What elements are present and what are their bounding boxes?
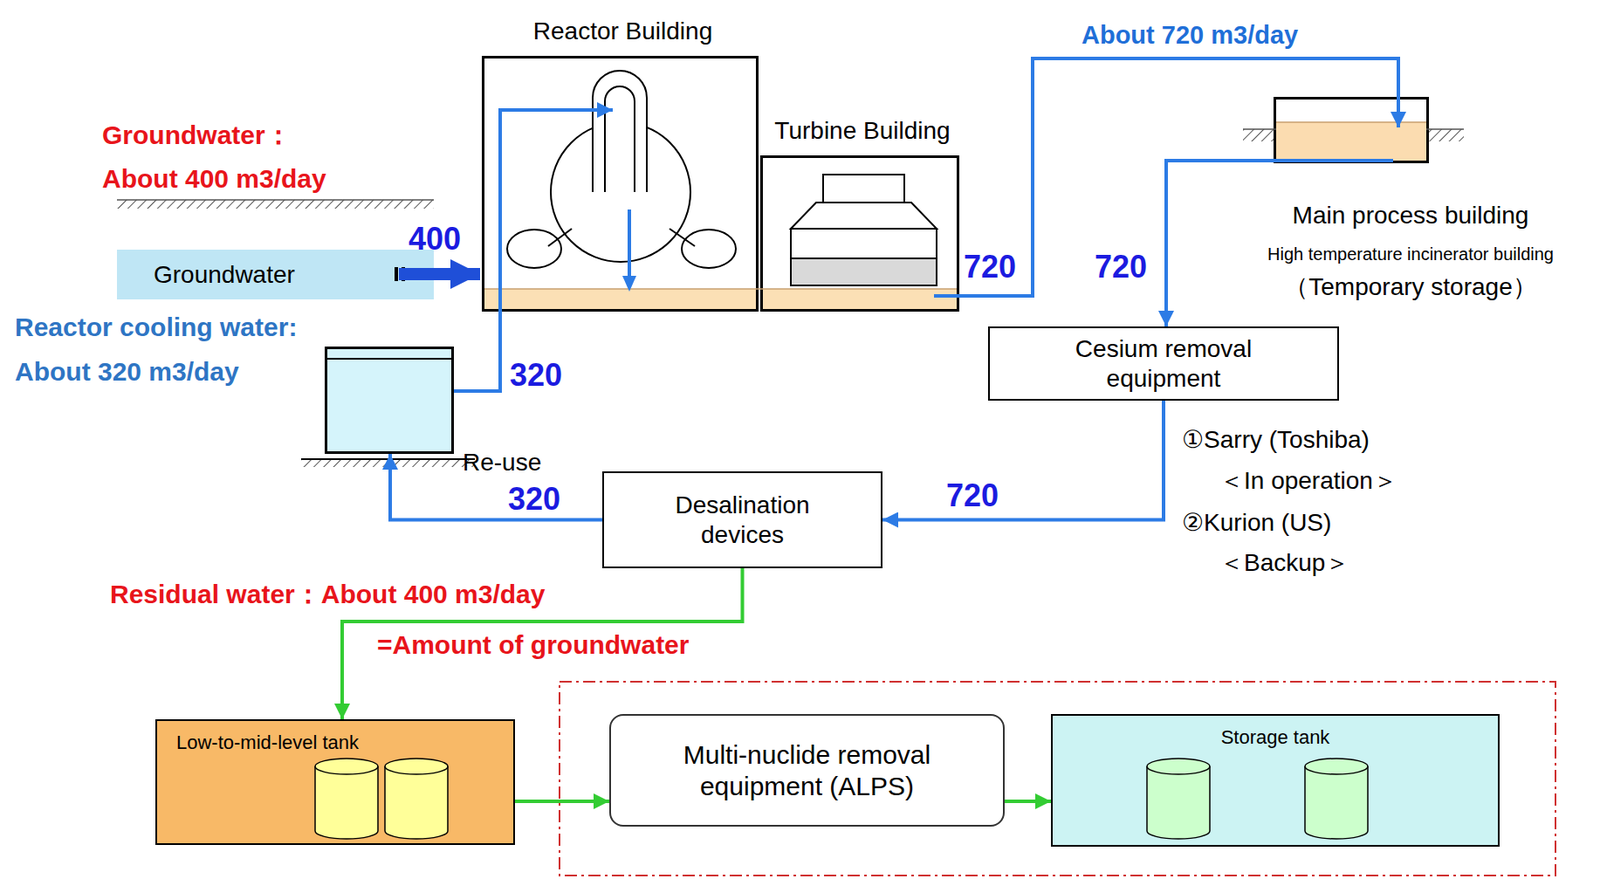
flow-rate: Residual water：About 400 m3/day <box>109 579 546 611</box>
node-text: Low-to-mid-level tank <box>176 731 359 755</box>
storage-tank-area: Storage tank <box>1050 714 1500 847</box>
flow-arrow <box>398 267 481 281</box>
tank-cylinders <box>315 758 1368 839</box>
flow-rate: 720 <box>946 480 999 512</box>
cooling-water-tank: Reactor cooling water:About 320 m3/day <box>324 346 454 454</box>
node-text: Groundwater <box>153 260 296 290</box>
equipment-note: ②Kurion (US) <box>1181 508 1332 537</box>
flow-rate: 320 <box>509 359 563 392</box>
flow-arrow <box>1004 799 1051 804</box>
equipment-note: ＜Backup＞ <box>1219 549 1350 577</box>
flow-rate: 720 <box>963 251 1017 283</box>
flow-rate: About 720 m3/day <box>1081 20 1298 50</box>
flow-rate: 320 <box>508 483 561 516</box>
reactor-inflow-arrow <box>622 209 637 292</box>
node-text: Desalination devices <box>638 490 848 550</box>
flow-note: About 400 m3/day <box>102 164 327 195</box>
flow-arrow <box>342 568 743 720</box>
turbine-symbol <box>790 174 937 286</box>
flow-arrow <box>1166 160 1394 327</box>
alps-region-outline <box>559 681 1556 876</box>
flow-note: Groundwater： <box>102 120 292 152</box>
node-text: （Temporary storage） <box>1227 272 1594 303</box>
flow-arrow <box>390 453 603 521</box>
flow-rate: 720 <box>1094 251 1147 283</box>
flow-arrow <box>882 400 1164 521</box>
water-level <box>327 122 1427 359</box>
node-text: Main process building <box>1227 200 1594 231</box>
node-text: Multi-nuclide removal equipment (ALPS) <box>641 739 974 803</box>
node-text: High temperature incinerator building <box>1227 243 1594 265</box>
flow-arrow <box>515 799 610 804</box>
ground-hatching <box>116 129 1464 467</box>
groundwater-band: Groundwater <box>116 249 434 300</box>
flow-note: Re-use <box>462 448 542 477</box>
node-text: Reactor cooling water: <box>14 312 297 344</box>
node-text: Cesium removal equipment <box>1032 334 1295 393</box>
node-text: Reactor Building <box>466 16 779 47</box>
reactor-vessel <box>507 70 736 268</box>
node-text: Turbine Building <box>727 116 997 146</box>
equipment-note: ①Sarry (Toshiba) <box>1181 425 1370 454</box>
equipment-note: ＜In operation＞ <box>1219 466 1398 495</box>
flow-arrow <box>453 109 613 392</box>
node-text: Storage tank <box>1221 726 1331 749</box>
node-text: About 320 m3/day <box>14 357 240 388</box>
process-box: Cesium removal equipment <box>988 326 1340 401</box>
process-box: Multi-nuclide removal equipment (ALPS) <box>609 714 1005 827</box>
flow-rate: 400 <box>408 223 461 255</box>
flow-note: =Amount of groundwater <box>377 630 689 661</box>
process-box: Desalination devices <box>602 471 883 569</box>
